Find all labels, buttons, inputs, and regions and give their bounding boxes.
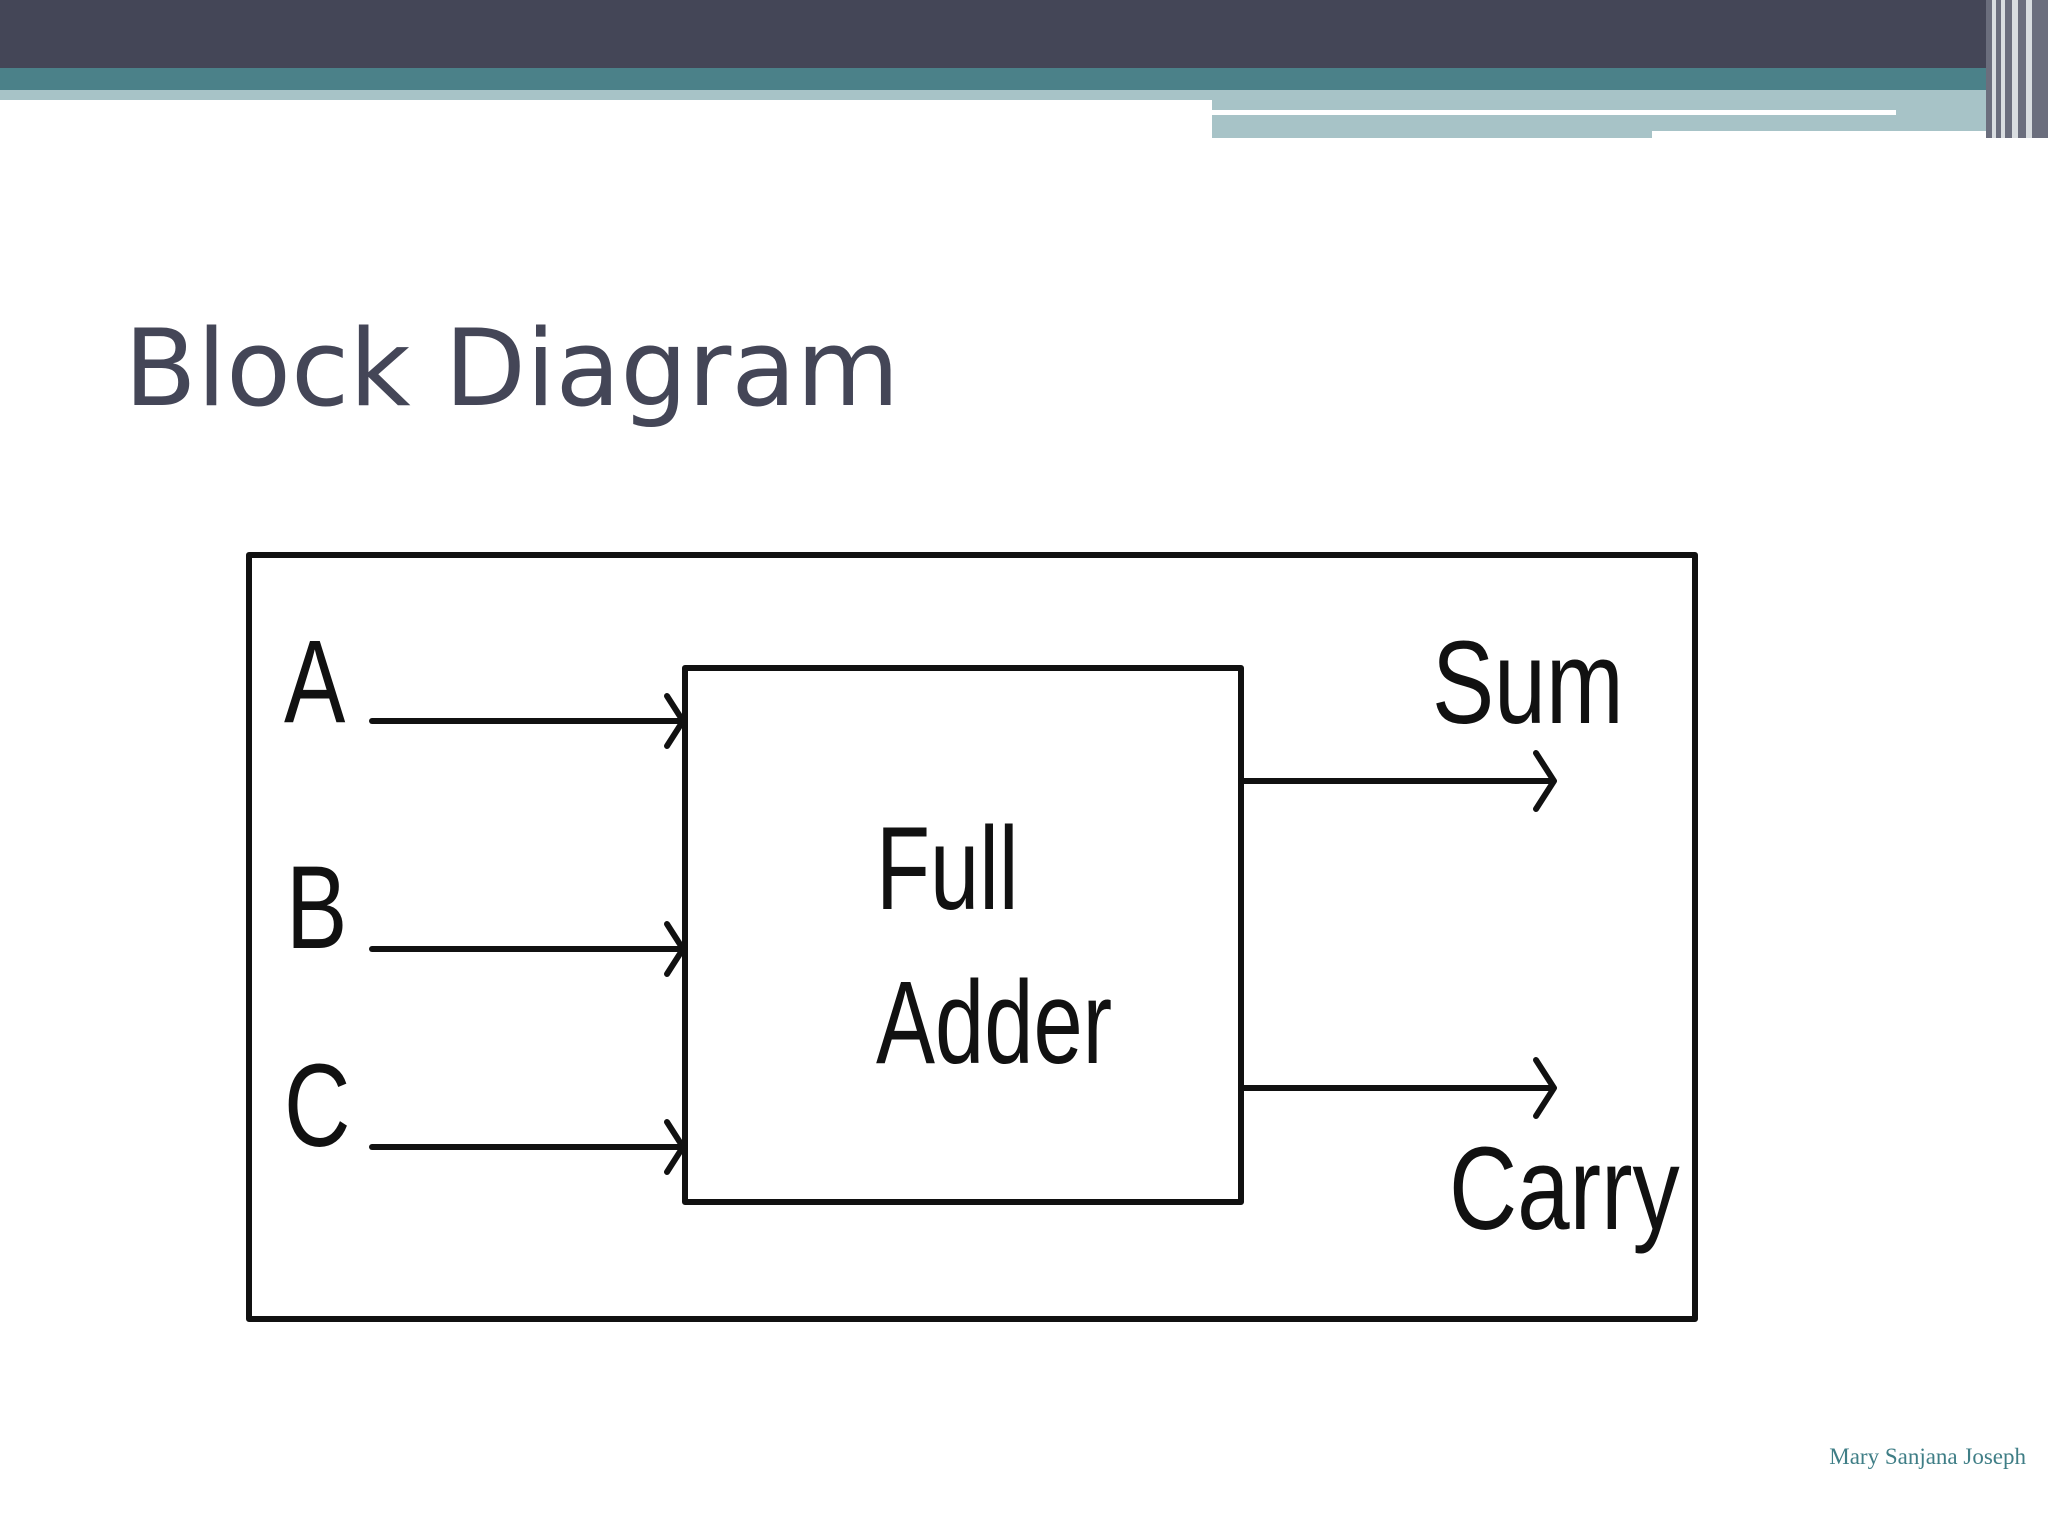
input-label-c: C: [284, 1040, 350, 1172]
output-label-carry: Carry: [1449, 1122, 1680, 1255]
block-label-line-2: Adder: [876, 958, 1112, 1089]
footer-author: Mary Sanjana Joseph: [1829, 1444, 2026, 1469]
header-decoration: [0, 0, 2048, 141]
input-arrow-c: [369, 1119, 686, 1175]
header-teal-band: [0, 68, 2048, 90]
input-label-a: A: [284, 616, 346, 748]
output-label-sum: Sum: [1432, 616, 1624, 748]
output-arrow-sum: [1238, 750, 1557, 812]
full-adder-block: [682, 665, 1244, 1205]
slide-title: Block Diagram: [124, 307, 900, 430]
output-arrow-carry: [1238, 1057, 1557, 1119]
header-dark-band: [0, 0, 2048, 68]
header-white-notch: [1652, 131, 2002, 141]
input-arrow-a: [369, 693, 686, 749]
header-white-line: [1212, 110, 1896, 115]
input-label-b: B: [286, 842, 347, 974]
header-light-strip-left: [0, 90, 1212, 100]
input-arrow-b: [369, 921, 686, 977]
block-label-line-1: Full: [876, 804, 1019, 935]
diagram-frame: [246, 552, 1698, 1322]
